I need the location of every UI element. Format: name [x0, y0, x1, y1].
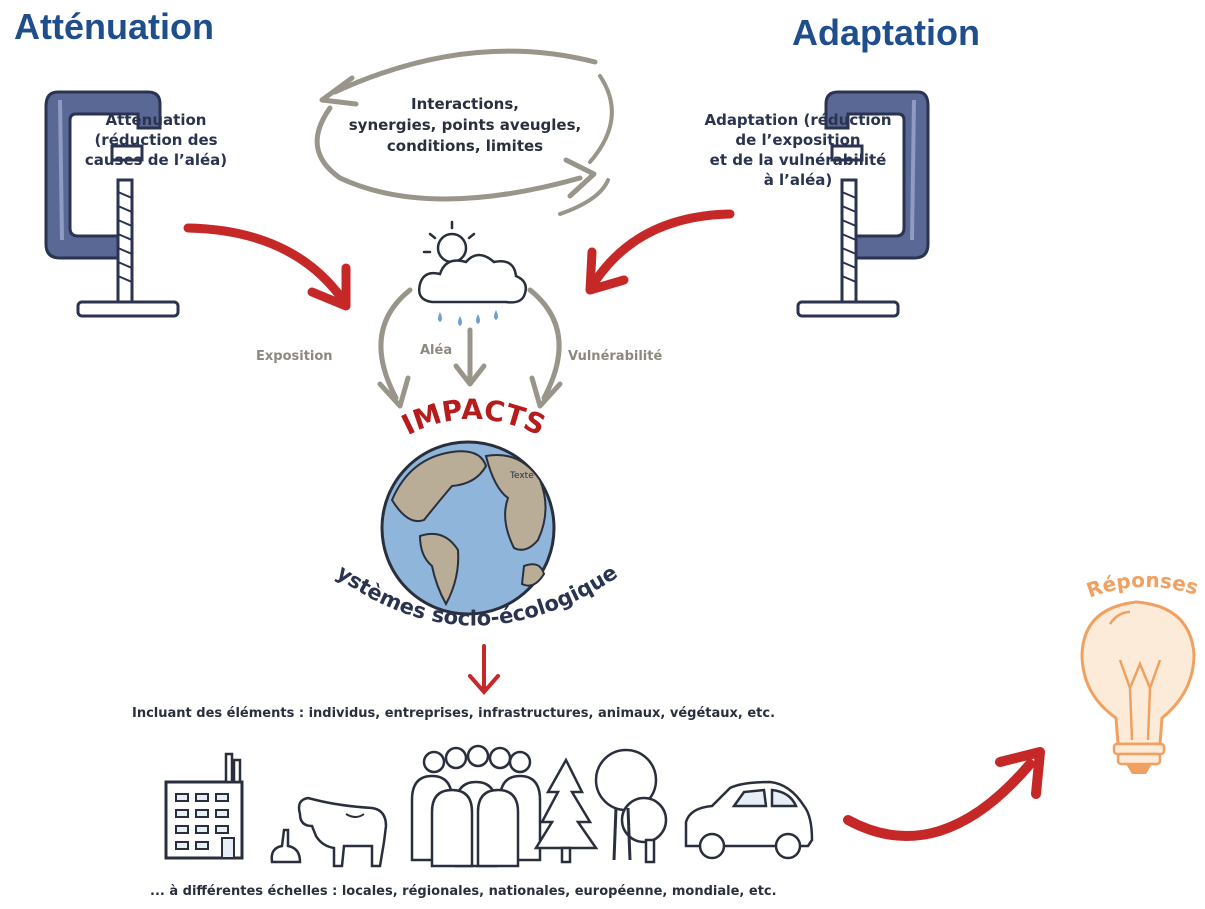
- interactions-line: synergies, points aveugles,: [348, 116, 582, 134]
- globe-label: Texte: [509, 471, 534, 481]
- header-adaptation: Adaptation: [792, 12, 980, 53]
- clamp-right-line: Adaptation (réduction: [704, 111, 892, 129]
- interactions-line: conditions, limites: [386, 137, 544, 155]
- car-icon: [684, 780, 814, 860]
- down-arrow-icon: [468, 644, 500, 696]
- building-icon: [164, 752, 244, 860]
- clamp-right-line: et de la vulnérabilité: [709, 151, 887, 169]
- people-icon: [410, 744, 542, 868]
- clamp-right-line: à l’aléa): [763, 171, 833, 189]
- cow-icon: [297, 796, 388, 868]
- impacts-label: IMPACTS: [396, 393, 550, 442]
- red-arrow-right-icon: [585, 209, 735, 295]
- lightbulb-icon: [1080, 600, 1196, 774]
- header-attenuation: Atténuation: [14, 6, 214, 47]
- red-arrow-left-icon: [183, 223, 351, 311]
- interactions-line: Interactions,: [411, 95, 519, 113]
- vulnerabilite-label: Vulnérabilité: [568, 349, 663, 364]
- alea-label: Aléa: [420, 343, 453, 358]
- exposition-label: Exposition: [256, 349, 333, 364]
- sun-cloud-rain-icon: [418, 220, 527, 326]
- scales-label: ... à différentes échelles : locales, ré…: [150, 884, 777, 899]
- converging-arrows-icon: [377, 287, 563, 409]
- clamp-right-label: Adaptation (réduction de l’exposition et…: [688, 110, 908, 190]
- clamp-left-line: causes de l’aléa): [84, 151, 228, 169]
- including-label: Incluant des éléments : individus, entre…: [132, 706, 776, 721]
- globe-icon: Texte: [380, 440, 556, 616]
- clamp-left-label: Atténuation (réduction des causes de l’a…: [56, 110, 256, 170]
- responses-label: Réponses: [1083, 568, 1201, 603]
- trees-icon: [533, 748, 668, 864]
- red-sweep-arrow-icon: [843, 747, 1045, 842]
- interactions-label: Interactions, synergies, points aveugles…: [320, 94, 610, 157]
- clamp-left-line: Atténuation: [105, 111, 207, 129]
- clamp-icon-right: [796, 90, 930, 318]
- rabbit-icon: [270, 828, 302, 864]
- clamp-right-line: de l’exposition: [735, 131, 861, 149]
- clamp-left-line: (réduction des: [94, 131, 218, 149]
- interaction-loop-icon: [314, 48, 614, 216]
- clamp-icon-left: [44, 90, 180, 318]
